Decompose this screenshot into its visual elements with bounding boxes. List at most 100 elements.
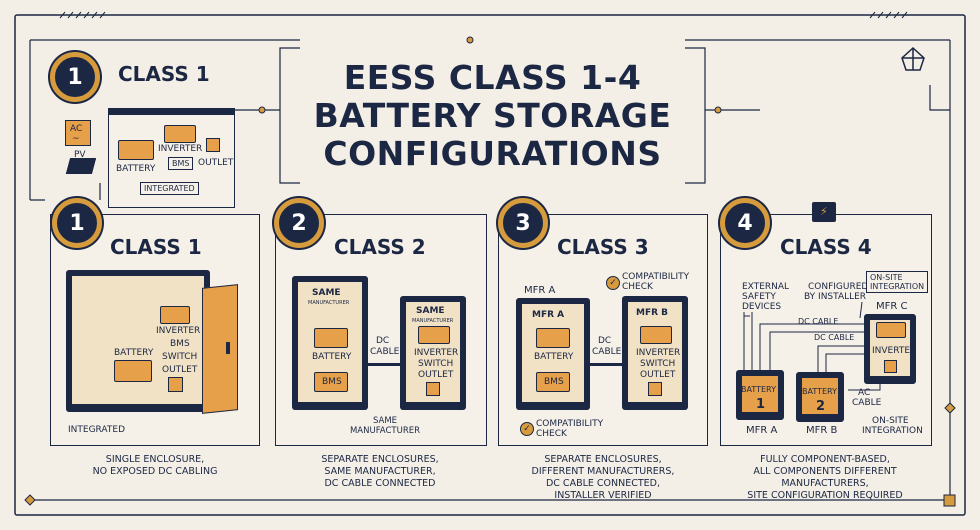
class-2-battery-icon <box>314 328 348 348</box>
class-2-caption-line-2: SAME MANUFACTURER, <box>324 466 436 477</box>
onsite-bottom-line-1: ON-SITE <box>872 416 909 426</box>
class-4-outlet-icon <box>884 360 897 373</box>
class-1-battery-icon <box>114 360 152 382</box>
class-3-mfr-a-title: MFR A <box>524 285 556 296</box>
class-4-mfr-b: MFR B <box>806 425 838 436</box>
class-2-outlet-label: OUTLET <box>418 370 454 380</box>
compat-top-line-1: COMPATIBILITY <box>622 272 690 282</box>
onsite-top-tag: ON-SITE INTEGRATION <box>866 271 929 293</box>
class-1-outlet-icon <box>168 377 183 392</box>
class-1-caption-line-2: NO EXPOSED DC CABLING <box>92 466 218 477</box>
class-3-caption-line-2: DIFFERENT MANUFACTURERS, <box>531 466 675 477</box>
class-1-badge: 1 <box>52 198 102 248</box>
compat-top-line-2: CHECK <box>622 282 653 292</box>
mini-battery-icon <box>118 140 154 160</box>
mini-inverter-label: INVERTER <box>158 144 203 154</box>
mini-class-1-label: CLASS 1 <box>118 62 210 86</box>
ac-source-box: AC ~ <box>65 120 91 146</box>
class-3-caption-line-1: SEPARATE ENCLOSURES, <box>544 454 662 465</box>
class-3-dc-label: DC <box>598 336 612 346</box>
class-2-caption: SEPARATE ENCLOSURES, SAME MANUFACTURER, … <box>285 454 475 490</box>
class-4-battery-top-icon <box>812 202 836 222</box>
pv-label: PV <box>74 150 86 160</box>
class-2-caption-line-1: SEPARATE ENCLOSURES, <box>321 454 439 465</box>
configured-line-1: CONFIGURED <box>808 282 869 292</box>
class-3-caption: SEPARATE ENCLOSURES, DIFFERENT MANUFACTU… <box>508 454 698 502</box>
class-3-badge: 3 <box>498 198 548 248</box>
class-1-title: CLASS 1 <box>110 235 202 259</box>
class-4-battery-1-num: 1 <box>756 397 766 412</box>
class-3-caption-line-4: INSTALLER VERIFIED <box>554 490 652 501</box>
class-3-inverter-icon <box>640 326 672 344</box>
class-2-brand-right-sub: MANUFACTURER <box>412 318 454 324</box>
class-1-inverter-label: INVERTER <box>156 326 201 336</box>
class-2-inverter-icon <box>418 326 450 344</box>
external-line-3: DEVICES <box>742 302 782 312</box>
class-1-integrated-label: INTEGRATED <box>68 425 126 435</box>
onsite-bottom-line-2: INTEGRATION <box>862 426 923 436</box>
class-2-brand-right: SAME <box>416 306 445 316</box>
configured-line-2: BY INSTALLER <box>804 292 867 302</box>
compat-check-top-icon: ✓ <box>606 276 620 290</box>
mini-battery-label: BATTERY <box>116 164 156 174</box>
class-3-title: CLASS 3 <box>557 235 649 259</box>
title-line-1: EESS CLASS 1-4 <box>343 57 642 97</box>
class-2-dc-cable <box>368 363 402 366</box>
mini-inverter-icon <box>164 125 196 143</box>
class-4-battery-1 <box>736 370 784 420</box>
class-1-bms-label: BMS <box>170 339 190 349</box>
class-2-cable-label: CABLE <box>370 347 400 357</box>
class-4-dc-cable-2: DC CABLE <box>814 333 855 342</box>
class-1-switch-label: SWITCH <box>162 352 198 362</box>
class-4-battery-2-label: BATTERY <box>802 387 837 396</box>
class-3-bms-label: BMS <box>544 377 564 387</box>
class-4-caption-line-3: MANUFACTURERS, <box>781 478 869 489</box>
ac-label: AC <box>70 124 83 134</box>
class-3-caption-line-3: DC CABLE CONNECTED, <box>545 478 661 489</box>
class-3-outlet-label: OUTLET <box>640 370 676 380</box>
class-2-same-mfr: SAME MANUFACTURER <box>340 416 430 436</box>
mini-bms-label: BMS <box>168 157 194 170</box>
class-2-brand-left-sub: MANUFACTURER <box>308 300 350 306</box>
class-2-caption-line-3: DC CABLE CONNECTED <box>324 478 436 489</box>
class-2-battery-label: BATTERY <box>312 352 352 362</box>
class-2-dc-label: DC <box>376 336 390 346</box>
onsite-top-line-1: ON-SITE <box>870 273 903 282</box>
onsite-top-line-2: INTEGRATION <box>870 282 925 291</box>
class-2-bms-box <box>314 372 348 392</box>
mini-outlet-icon <box>206 138 220 152</box>
class-4-badge: 4 <box>720 198 770 248</box>
class-2-switch-label: SWITCH <box>418 359 454 369</box>
class-2-badge: 2 <box>274 198 324 248</box>
class-4-ac-label: AC <box>858 388 871 398</box>
class-4-battery-2 <box>796 372 844 422</box>
class-3-switch-label: SWITCH <box>640 359 676 369</box>
mini-outlet-label: OUTLET <box>198 158 234 168</box>
sine-icon: ~ <box>72 134 80 144</box>
class-4-dc-cable-1: DC CABLE <box>798 317 839 326</box>
class-3-cable-label: CABLE <box>592 347 622 357</box>
class-4-caption-line-4: SITE CONFIGURATION REQUIRED <box>747 490 903 501</box>
class-4-caption-line-1: FULLY COMPONENT-BASED, <box>760 454 890 465</box>
class-2-inverter-label: INVERTER <box>414 348 459 358</box>
external-line-2: SAFETY <box>742 292 776 302</box>
class-4-battery-1-label: BATTERY <box>741 385 776 394</box>
class-4-inverter-label: INVERTER <box>872 346 917 356</box>
external-line-1: EXTERNAL <box>742 282 790 292</box>
class-3-outlet-icon <box>648 382 662 396</box>
class-2-brand-left: SAME <box>312 288 341 298</box>
class-2-outlet-icon <box>426 382 440 396</box>
mini-integrated-label: INTEGRATED <box>140 182 199 195</box>
main-title: EESS CLASS 1-4 BATTERY STORAGE CONFIGURA… <box>300 48 685 183</box>
class-1-caption-line-1: SINGLE ENCLOSURE, <box>105 454 205 465</box>
class-2-inverter-cabinet <box>400 296 466 410</box>
class-4-caption-line-2: ALL COMPONENTS DIFFERENT <box>753 466 897 477</box>
class-1-caption: SINGLE ENCLOSURE, NO EXPOSED DC CABLING <box>60 454 250 478</box>
class-3-mfr-a-plate: MFR A <box>532 310 565 320</box>
class-4-mfr-a: MFR A <box>746 425 778 436</box>
class-4-battery-top-bolt: ⚡ <box>820 205 828 218</box>
compat-check-bottom-icon: ✓ <box>520 422 534 436</box>
class-4-caption: FULLY COMPONENT-BASED, ALL COMPONENTS DI… <box>730 454 920 502</box>
compat-bottom-line-2: CHECK <box>536 429 567 439</box>
